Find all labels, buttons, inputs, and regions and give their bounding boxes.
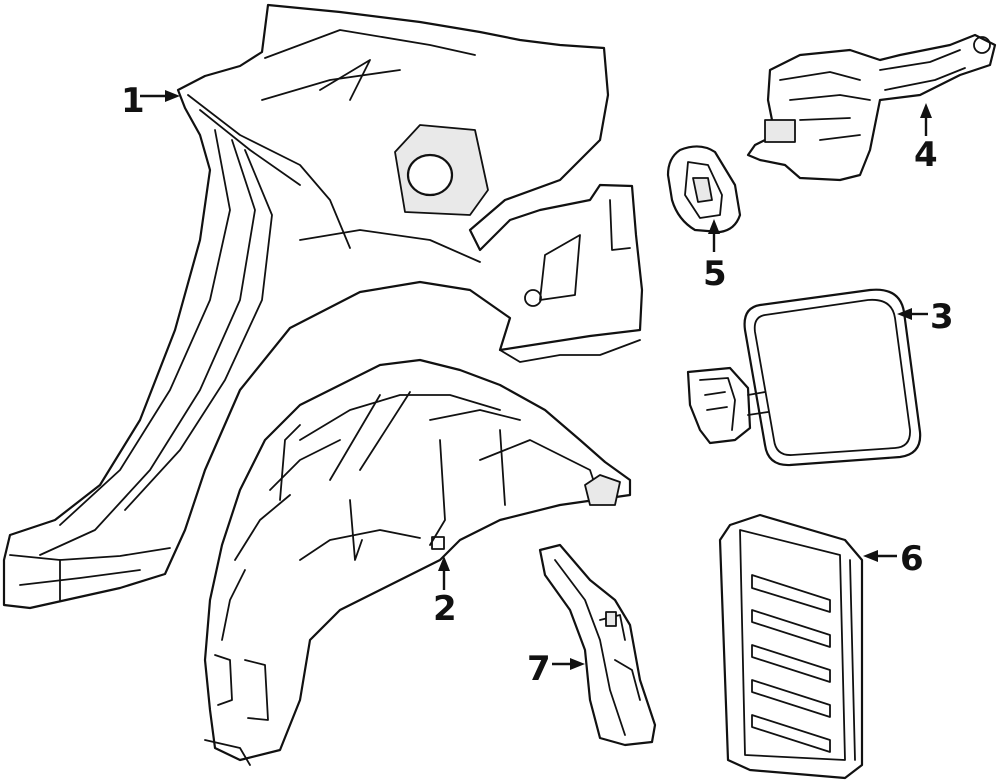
callout-2: 2 <box>433 556 457 629</box>
arrowhead-5 <box>708 219 720 234</box>
wheel-house-liner[interactable] <box>203 358 632 766</box>
callout-7: 7 <box>527 649 585 689</box>
fuel-door-bumper[interactable] <box>666 145 742 234</box>
callout-3: 3 <box>897 297 954 337</box>
arrowhead-3 <box>897 308 912 320</box>
arrowhead-4 <box>920 103 932 118</box>
pressure-vent[interactable] <box>718 513 864 780</box>
arrowhead-6 <box>863 550 878 562</box>
callout-6: 6 <box>863 539 924 579</box>
callout-label-5: 5 <box>703 254 727 294</box>
callout-label-6: 6 <box>900 539 924 579</box>
callout-1: 1 <box>121 81 180 121</box>
arrowhead-2 <box>438 556 450 571</box>
callout-label-3: 3 <box>930 297 954 337</box>
splash-shield[interactable] <box>538 543 657 747</box>
callout-5: 5 <box>703 219 727 294</box>
callout-label-7: 7 <box>527 649 551 689</box>
callout-label-1: 1 <box>121 81 145 121</box>
quarter-panel[interactable] <box>2 3 644 610</box>
arrowhead-1 <box>165 90 180 102</box>
callout-label-2: 2 <box>433 589 457 629</box>
callout-4: 4 <box>914 103 938 175</box>
callout-label-4: 4 <box>914 135 938 175</box>
arrowhead-7 <box>570 658 585 670</box>
fuel-door-lock-actuator[interactable] <box>746 33 997 182</box>
fuel-door[interactable] <box>686 288 922 467</box>
